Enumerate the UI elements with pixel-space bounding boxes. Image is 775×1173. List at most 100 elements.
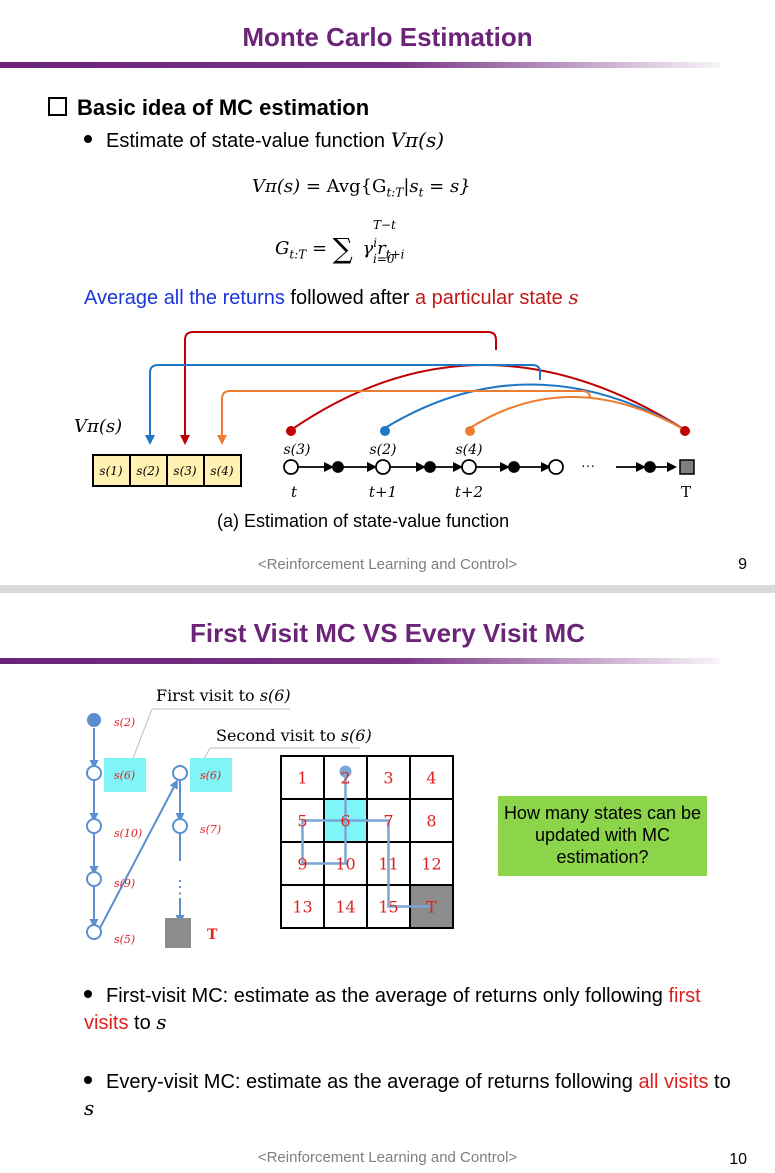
grid-cell: [409, 798, 454, 843]
bullet-dot-icon: [84, 1076, 92, 1084]
return-arc-blue: [384, 383, 686, 431]
question-box: How many states can be updated with MC e…: [498, 796, 707, 876]
action-node: [332, 461, 344, 473]
eq2-sum: ∑: [332, 232, 353, 265]
footer: <Reinforcement Learning and Control>: [257, 1149, 518, 1166]
traj-label: s(10): [114, 827, 142, 840]
state-node: [548, 459, 564, 475]
b2-red: all visits: [638, 1071, 709, 1093]
heading-text: Basic idea of MC estimation: [77, 95, 370, 120]
time-label: T: [681, 483, 691, 501]
grid-cell-label: 7: [383, 812, 393, 831]
grid-cell-label: 4: [426, 769, 436, 788]
state-node: [461, 459, 477, 475]
state-node: [86, 765, 102, 781]
eq1-tail: |s: [403, 176, 419, 197]
b1-red: first visits: [84, 985, 701, 1034]
action-node: [644, 461, 656, 473]
value-box-label: s(3): [173, 464, 196, 478]
terminal-node: [679, 459, 695, 475]
s6-highlight: [104, 758, 146, 792]
start-dot-red: [286, 426, 296, 436]
grid-cell-label: 13: [292, 898, 312, 917]
grid-cell-label: 5: [297, 812, 307, 831]
diagonal-jump: [99, 779, 178, 929]
chain-state-label: s(3): [283, 442, 310, 458]
eq2-lhs: G: [275, 238, 290, 259]
second-visit-label: Second visit to s(6): [216, 726, 372, 745]
state-node: [172, 818, 188, 834]
mc-estimation-diagram: s(1) s(2) s(3) s(4) Vπ(s) ··· s(3) s(2): [74, 331, 695, 501]
grid-cell-label: 1: [297, 769, 307, 788]
time-label: t: [291, 483, 298, 501]
bullet-every-visit: Every-visit MC: estimate as the average …: [84, 1069, 734, 1122]
grid-cell-label: 11: [378, 855, 398, 874]
eq2-upper: T−t: [373, 218, 396, 232]
traj-label: s(5): [114, 933, 135, 946]
grid-cell-label: 12: [421, 855, 441, 874]
eq2-gamma-sup: i: [373, 236, 378, 250]
b1-s: s: [156, 1010, 167, 1034]
state-node: [283, 459, 299, 475]
grid-cell-label: T: [426, 898, 437, 917]
vdots: ⋮: [171, 877, 189, 897]
grid-cell-label: 6: [340, 812, 350, 831]
connector-blue: [145, 364, 541, 445]
action-node: [508, 461, 520, 473]
end-dot-red: [680, 426, 690, 436]
slide-monte-carlo-estimation: Monte Carlo Estimation Basic idea of MC …: [0, 0, 775, 585]
avg-blue-text: Average all the returns: [84, 287, 285, 309]
eq1-lhs: Vπ(s) =: [252, 176, 327, 197]
b2-tail: to: [708, 1071, 731, 1093]
grid-cell-label: 9: [297, 855, 307, 874]
connector-red: [180, 331, 497, 445]
b2-text: Every-visit MC: estimate as the average …: [106, 1071, 639, 1093]
section-heading: Basic idea of MC estimation: [48, 95, 369, 121]
traj-label: s(7): [200, 823, 221, 836]
grid-cell-label: 2: [340, 769, 350, 788]
visit-diagram: First visit to s(6) Second visit to s(6)…: [86, 686, 454, 948]
avg-red-text: a particular state: [414, 287, 569, 309]
eq1-rhs: Avg{G: [326, 176, 387, 197]
b1-tail: to: [128, 1012, 157, 1034]
equation-value-function: Vπ(s) = Avg{Gt:T|st = s}: [252, 176, 471, 200]
first-visit-label: First visit to s(6): [156, 686, 291, 705]
grid-cell: [409, 841, 454, 886]
state-node: [86, 818, 102, 834]
eq2-gamma: γ: [362, 238, 374, 259]
value-box-2: [129, 454, 168, 487]
equation-return: Gt:T = ∑ T−t i=0 γirt+i: [275, 218, 405, 266]
chain-state-label: s(4): [455, 442, 482, 458]
value-box-label: s(4): [210, 464, 233, 478]
eq1-tail-sub: t: [418, 185, 424, 200]
start-dot-blue: [380, 426, 390, 436]
chain-ellipsis: ···: [581, 457, 595, 473]
figure-caption: (a) Estimation of state-value function: [217, 511, 510, 531]
bullet-first-visit: First-visit MC: estimate as the average …: [84, 983, 734, 1036]
grid-cell-label: 8: [426, 812, 436, 831]
value-box-label: s(2): [136, 464, 159, 478]
traj-label: s(6): [200, 769, 221, 782]
path-start-dot: [339, 765, 352, 778]
start-node: [87, 713, 101, 727]
value-box-4: [203, 454, 242, 487]
bullet-dot-icon: [84, 135, 92, 143]
terminal-label: T: [207, 927, 218, 943]
grid-cell: [409, 755, 454, 800]
eq1-end: = s}: [423, 176, 471, 197]
slide-title: Monte Carlo Estimation: [242, 22, 533, 52]
grid-cell-label: 14: [335, 898, 355, 917]
time-label: t+2: [455, 483, 483, 501]
slide-divider: [0, 585, 775, 593]
bullet-estimate: Estimate of state-value function Vπ(s): [84, 128, 444, 153]
callout-line: [129, 708, 153, 767]
state-node: [172, 765, 188, 781]
traj-label: s(6): [114, 769, 135, 782]
value-box-label: s(1): [99, 464, 122, 478]
eq2-r-sub: t+i: [385, 247, 405, 262]
vpi-label: Vπ(s): [74, 416, 122, 437]
eq2-r: r: [377, 238, 386, 259]
start-dot-orange: [465, 426, 475, 436]
footer: <Reinforcement Learning and Control>: [257, 556, 518, 573]
